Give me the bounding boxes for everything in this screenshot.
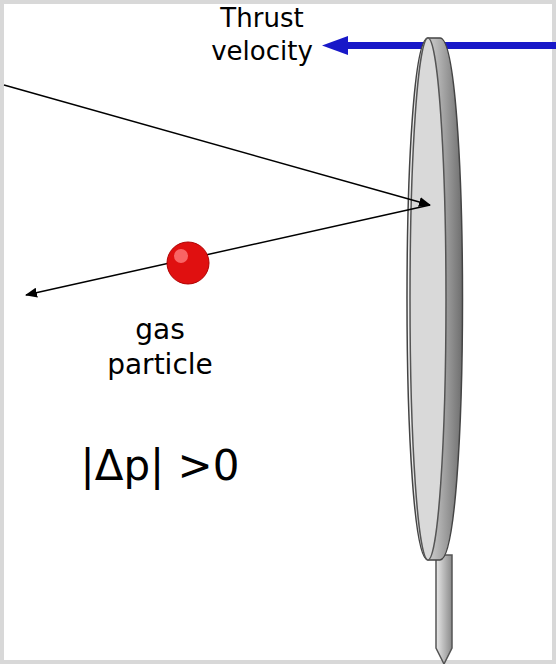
probe-disc <box>407 38 463 560</box>
gas-particle <box>167 242 209 284</box>
thrust-arrow-head <box>322 36 348 55</box>
disc-face <box>410 38 446 560</box>
particle-label: gas particle <box>85 312 235 382</box>
thrust-arrow-shaft <box>340 42 556 49</box>
reflected-path <box>26 205 430 295</box>
particle-highlight <box>174 249 188 263</box>
probe-stick <box>436 555 452 664</box>
momentum-label: |Δp| >0 <box>45 440 275 493</box>
thrust-label: Thrust velocity <box>187 2 337 67</box>
incoming-path <box>4 85 430 205</box>
